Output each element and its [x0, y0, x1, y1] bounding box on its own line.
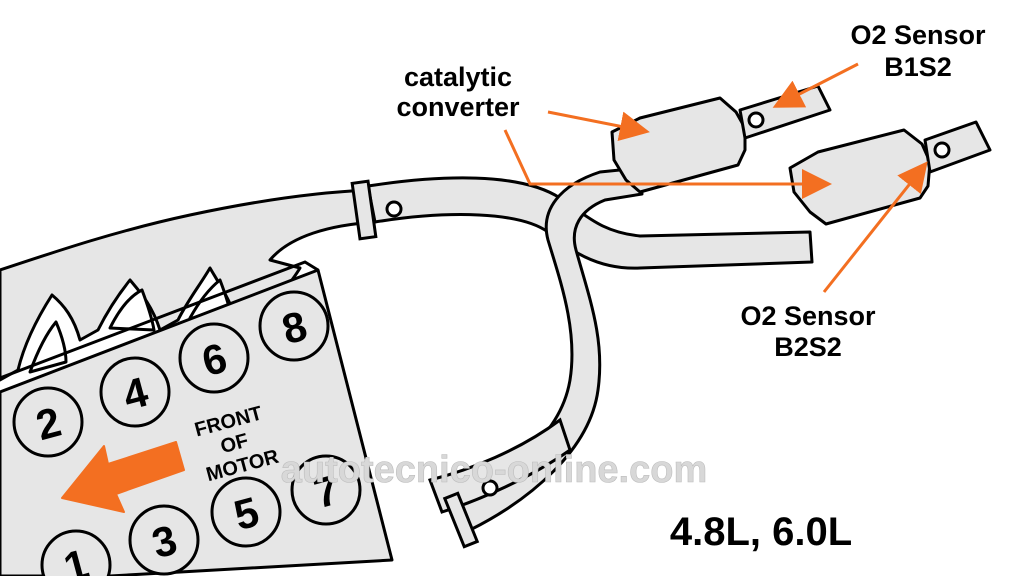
- flange-upper: [350, 179, 403, 241]
- callout-arrows: [503, 62, 928, 293]
- cylinder-8-bore: [258, 290, 330, 362]
- arrow-b1s2: [772, 62, 859, 108]
- o2-b2s2-label-line1: O2 Sensor: [740, 301, 876, 331]
- cylinder-4-bore: [99, 356, 171, 428]
- cylinder-2-bore: [12, 386, 84, 458]
- manifold-runner-gaps: [28, 276, 302, 374]
- arrow-b2s2: [822, 161, 928, 293]
- front-arrow-icon: [61, 441, 185, 513]
- sensor-port-b1s2: [747, 111, 765, 129]
- catalytic-label-line1: catalytic: [404, 62, 512, 92]
- catalytic-label-line2: converter: [396, 92, 520, 122]
- cylinder-3-bore: [128, 504, 200, 576]
- cylinder-6-bore: [178, 322, 250, 394]
- o2-b1s2-label-line2: B1S2: [884, 52, 952, 82]
- engine-block-edge: [0, 260, 319, 380]
- sensor-port-b2s2: [933, 141, 951, 159]
- catalytic-converter-b1: [610, 84, 832, 194]
- watermark: autotecnico-online.com: [281, 449, 707, 491]
- cylinder-7-bore: [290, 454, 362, 526]
- y-pipe-upper: [366, 176, 814, 270]
- o2-b2s2-label-line2: B2S2: [774, 332, 842, 362]
- cylinders: [12, 290, 362, 581]
- o2-b1s2-label-line1: O2 Sensor: [850, 20, 986, 50]
- arrow-cat-to-b2: [503, 129, 832, 199]
- tailpipe-b2: [923, 120, 992, 174]
- cylinder-5-bore: [210, 476, 282, 548]
- engine-size-label: 4.8L, 6.0L: [670, 510, 852, 554]
- flange-lower: [428, 417, 572, 549]
- cylinder-1-bore: [40, 529, 112, 581]
- arrow-cat-to-b1: [547, 110, 650, 142]
